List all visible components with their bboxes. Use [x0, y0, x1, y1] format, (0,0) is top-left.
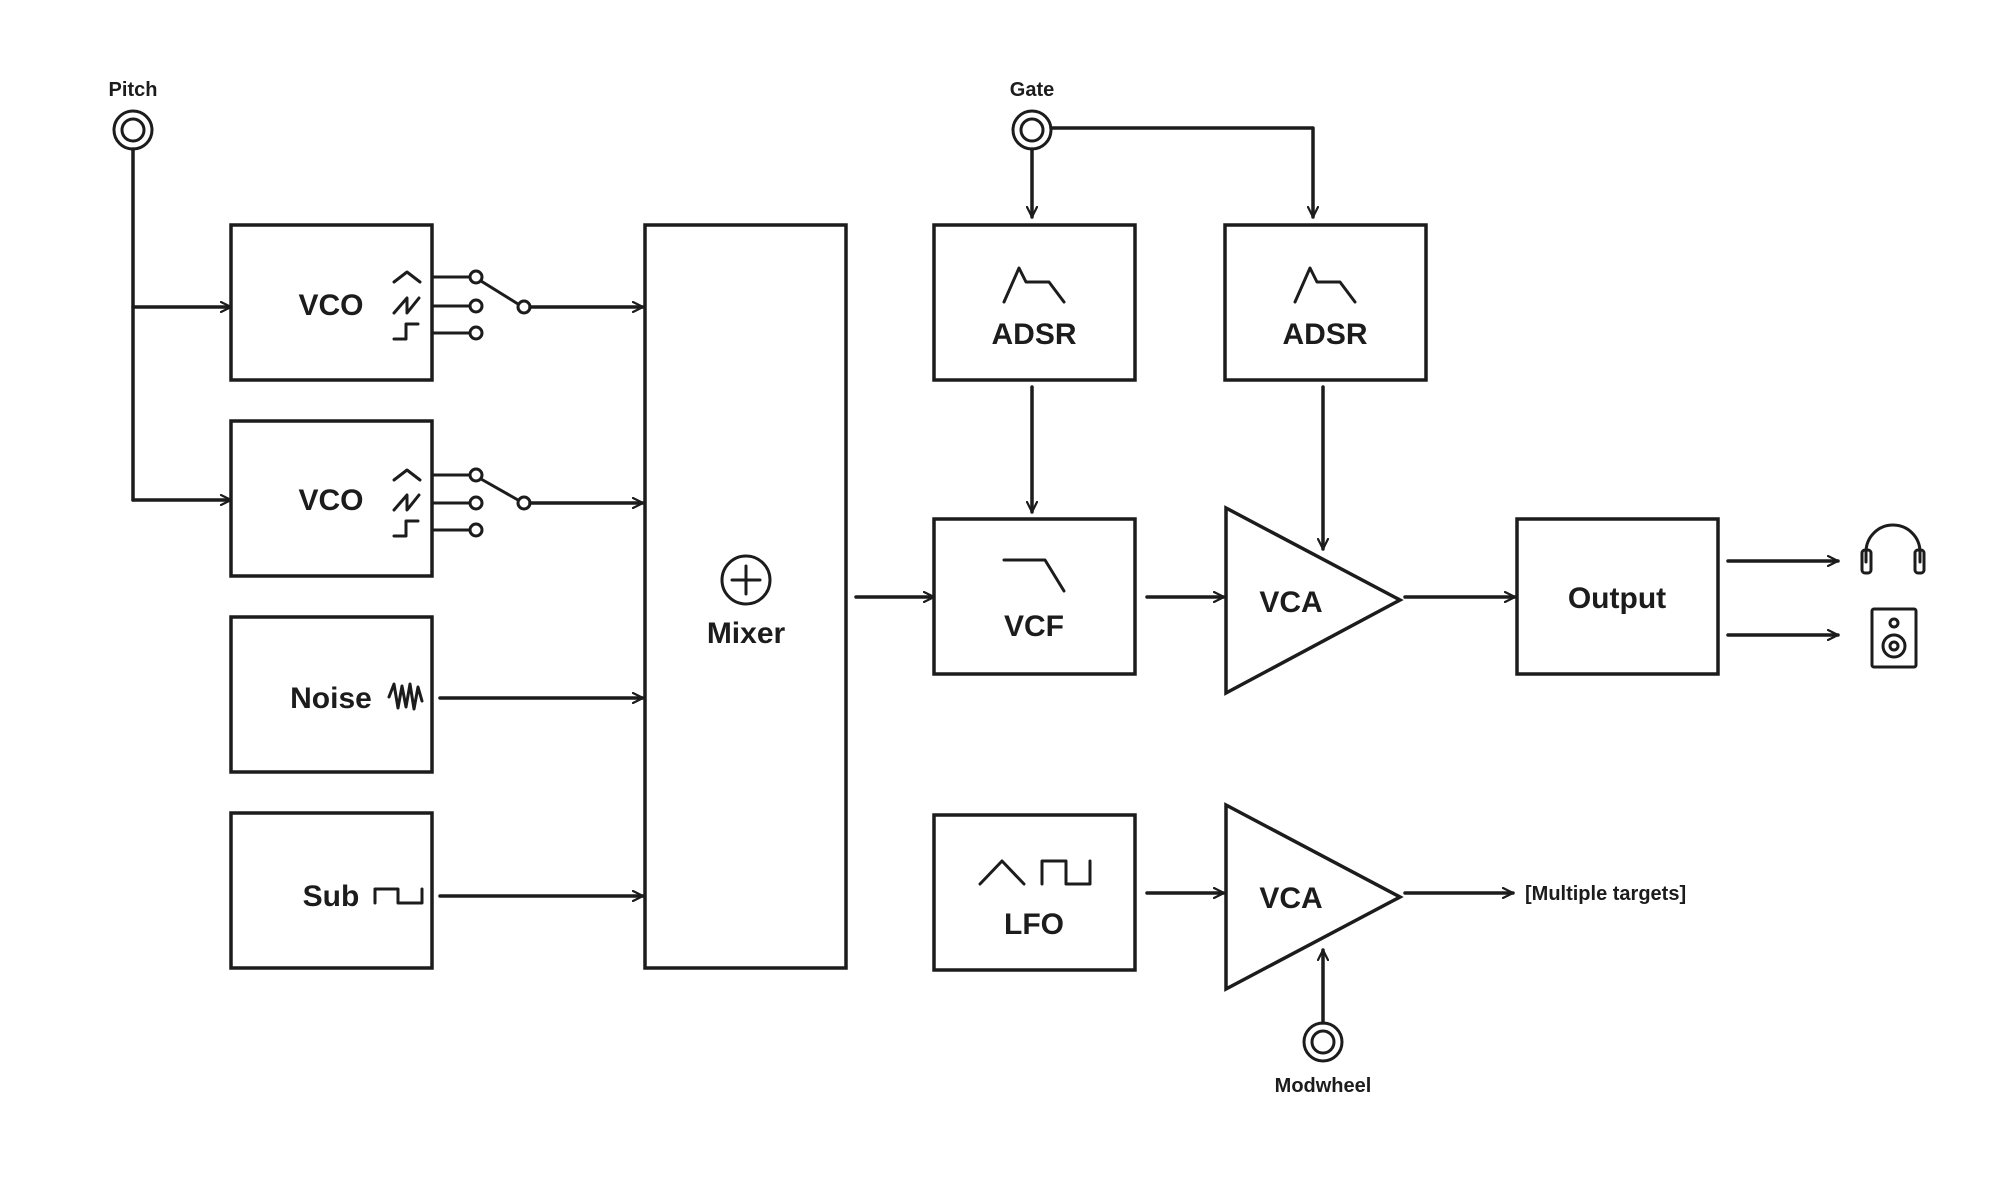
vca-lfo-label: VCA [1259, 882, 1322, 915]
vca-lfo-module: VCA [1224, 802, 1404, 992]
gate-to-adsr-amp-arrow [1049, 126, 1313, 219]
square-wave-icon [373, 887, 424, 905]
sawtooth-wave-icon [392, 296, 421, 315]
vco1-label: VCO [298, 289, 363, 322]
modwheel-label: Modwheel [1275, 1075, 1372, 1097]
adsr-filter-label: ADSR [991, 318, 1076, 351]
output-label: Output [1568, 582, 1666, 615]
square-wave-icon [392, 519, 420, 538]
jack-input-icon [1302, 1021, 1344, 1063]
speaker-icon [1870, 607, 1918, 669]
mixer-label: Mixer [707, 617, 786, 650]
pitch-label: Pitch [109, 79, 158, 101]
pitch-input: Pitch [109, 79, 158, 151]
adsr-filter-module: ADSR [932, 223, 1137, 382]
multiple-targets-label: [Multiple targets] [1525, 883, 1686, 905]
vcf-module: VCF [932, 517, 1137, 676]
sub-label: Sub [303, 880, 360, 913]
triangle-wave-icon [978, 859, 1026, 886]
vco1-module: VCO [229, 223, 434, 382]
adsr-amp-label: ADSR [1282, 318, 1367, 351]
noise-module: Noise [229, 615, 434, 774]
output-module: Output [1515, 517, 1720, 676]
mixer-module: Mixer [643, 223, 848, 970]
gate-label: Gate [1010, 79, 1054, 101]
lowpass-filter-icon [1002, 558, 1066, 593]
triangle-wave-icon [392, 468, 422, 482]
sub-module: Sub [229, 811, 434, 970]
envelope-icon [1293, 266, 1357, 304]
vco2-label: VCO [298, 484, 363, 517]
jack-input-icon [1011, 109, 1053, 151]
plus-circle-icon [720, 554, 772, 606]
adsr-amp-module: ADSR [1223, 223, 1428, 382]
vco2-switch [430, 467, 532, 538]
vca-main-label: VCA [1259, 586, 1322, 619]
connections [131, 126, 1840, 1025]
square-wave-icon [1040, 859, 1092, 886]
headphones-icon [1860, 523, 1926, 575]
vco2-module: VCO [229, 419, 434, 578]
vca-main-module: VCA [1224, 505, 1404, 696]
vcf-label: VCF [1004, 610, 1064, 643]
envelope-icon [1002, 266, 1066, 304]
lfo-module: LFO [932, 813, 1137, 972]
jack-input-icon [112, 109, 154, 151]
gate-input: Gate [1010, 79, 1054, 151]
lfo-label: LFO [1004, 908, 1064, 941]
square-wave-icon [392, 322, 420, 341]
triangle-wave-icon [392, 270, 422, 284]
noise-label: Noise [290, 682, 372, 715]
vco1-switch [430, 269, 532, 341]
sawtooth-wave-icon [392, 493, 421, 512]
noise-wave-icon [387, 682, 424, 711]
modwheel-input: Modwheel [1275, 1021, 1372, 1097]
